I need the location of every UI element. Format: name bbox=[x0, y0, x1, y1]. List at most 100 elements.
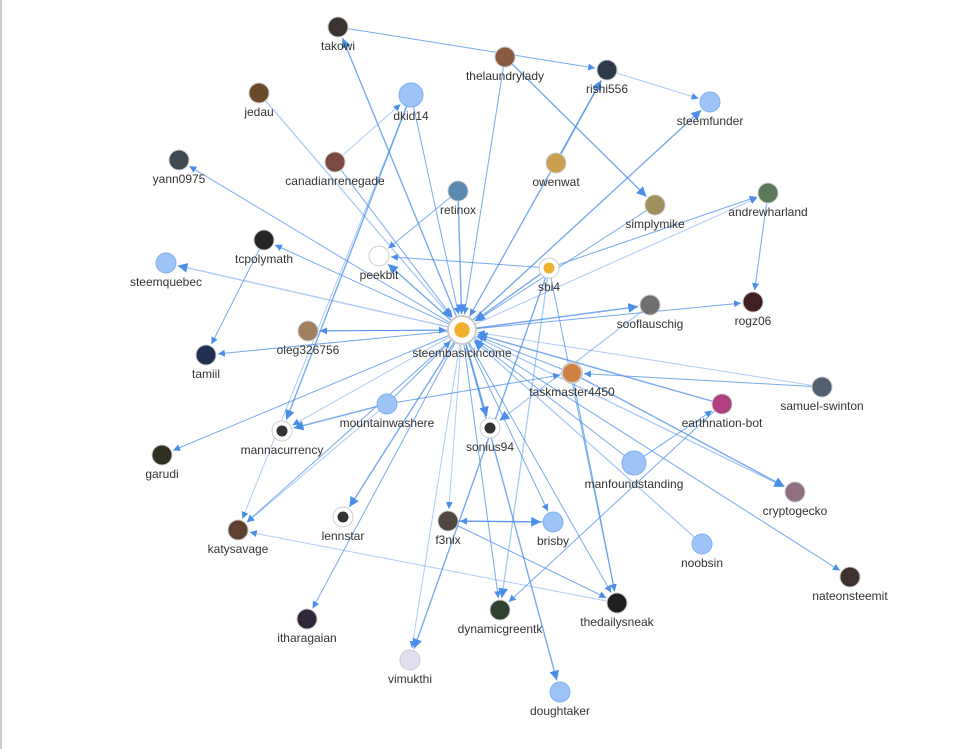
placeholder-avatar-icon[interactable] bbox=[691, 533, 713, 555]
node-rishi556[interactable]: rishi556 bbox=[586, 59, 628, 96]
avatar-icon[interactable] bbox=[368, 245, 390, 267]
node-dkid14[interactable]: dkid14 bbox=[393, 82, 429, 123]
node-cryptogecko[interactable]: cryptogecko bbox=[763, 481, 828, 518]
avatar-icon[interactable] bbox=[296, 608, 318, 630]
avatar-icon[interactable] bbox=[711, 393, 733, 415]
avatar-icon[interactable] bbox=[324, 151, 346, 173]
node-retinox[interactable]: retinox bbox=[440, 180, 476, 217]
avatar-icon[interactable] bbox=[811, 376, 833, 398]
edge-steembasicincome-to-yann0975 bbox=[189, 165, 451, 324]
avatar-icon[interactable] bbox=[168, 149, 190, 171]
node-nateonsteemit[interactable]: nateonsteemit bbox=[812, 566, 888, 603]
node-thelaundrylady[interactable]: thelaundrylady bbox=[466, 46, 544, 83]
avatar-icon[interactable] bbox=[757, 182, 779, 204]
avatar-icon[interactable] bbox=[644, 194, 666, 216]
logo-icon bbox=[484, 422, 496, 434]
node-label: retinox bbox=[440, 203, 476, 217]
node-label: dynamicgreentk bbox=[458, 622, 544, 636]
node-label: noobsin bbox=[681, 556, 723, 570]
node-steembasicincome[interactable]: steembasicincome bbox=[412, 315, 512, 360]
edge-noobsin-to-steembasicincome bbox=[473, 340, 696, 538]
node-katysavage[interactable]: katysavage bbox=[208, 519, 269, 556]
node-rogz06[interactable]: rogz06 bbox=[735, 291, 772, 328]
node-canadianrenegade[interactable]: canadianrenegade bbox=[285, 151, 385, 188]
node-brisby[interactable]: brisby bbox=[537, 511, 569, 548]
edge-steembasicincome-to-sooflauschig bbox=[475, 303, 639, 329]
edge-sbi4-to-dynamicgreentk bbox=[498, 277, 549, 599]
avatar-icon[interactable] bbox=[248, 82, 270, 104]
placeholder-avatar-icon[interactable] bbox=[376, 393, 398, 415]
placeholder-avatar-icon[interactable] bbox=[549, 681, 571, 703]
avatar-icon[interactable] bbox=[839, 566, 861, 588]
node-andrewharland[interactable]: andrewharland bbox=[728, 182, 808, 219]
node-doughtaker[interactable]: doughtaker bbox=[530, 681, 590, 718]
edge-steembasicincome-to-rogz06 bbox=[475, 300, 742, 330]
node-manfoundstanding[interactable]: manfoundstanding bbox=[585, 450, 684, 491]
avatar-icon[interactable] bbox=[742, 291, 764, 313]
node-thedailysneak[interactable]: thedailysneak bbox=[580, 592, 655, 629]
avatar-icon[interactable] bbox=[195, 344, 217, 366]
avatar-icon[interactable] bbox=[545, 152, 567, 174]
node-simplymike[interactable]: simplymike bbox=[625, 194, 685, 231]
node-label: oleg326756 bbox=[277, 343, 340, 357]
edge-taskmaster4450-to-steembasicincome bbox=[476, 335, 563, 370]
avatar-icon[interactable] bbox=[399, 649, 421, 671]
placeholder-avatar-icon[interactable] bbox=[542, 511, 564, 533]
avatar-icon[interactable] bbox=[494, 46, 516, 68]
node-sooflauschig[interactable]: sooflauschig bbox=[617, 294, 684, 331]
avatar-icon[interactable] bbox=[327, 16, 349, 38]
avatar-icon[interactable] bbox=[437, 510, 459, 532]
node-steemquebec[interactable]: steemquebec bbox=[130, 252, 202, 289]
avatar-icon[interactable] bbox=[151, 444, 173, 466]
avatar-icon[interactable] bbox=[561, 362, 583, 384]
avatar-icon[interactable] bbox=[297, 320, 319, 342]
avatar-icon[interactable] bbox=[784, 481, 806, 503]
node-noobsin[interactable]: noobsin bbox=[681, 533, 723, 570]
node-label: garudi bbox=[145, 467, 178, 481]
node-vimukthi[interactable]: vimukthi bbox=[388, 649, 432, 686]
edge-steembasicincome-to-steemfunder bbox=[471, 109, 702, 322]
avatar-icon[interactable] bbox=[227, 519, 249, 541]
node-tcpolymath[interactable]: tcpolymath bbox=[235, 229, 293, 266]
node-sbi4[interactable]: sbi4 bbox=[538, 257, 560, 294]
placeholder-avatar-icon[interactable] bbox=[699, 91, 721, 113]
node-mannacurrency[interactable]: mannacurrency bbox=[241, 420, 324, 457]
node-garudi[interactable]: garudi bbox=[145, 444, 179, 481]
edge-earthnation-bot-to-steembasicincome bbox=[477, 332, 713, 402]
avatar-icon[interactable] bbox=[253, 229, 275, 251]
node-label: vimukthi bbox=[388, 672, 432, 686]
placeholder-avatar-icon[interactable] bbox=[621, 450, 647, 476]
avatar-icon[interactable] bbox=[606, 592, 628, 614]
node-owenwat[interactable]: owenwat bbox=[532, 152, 580, 189]
avatar-icon[interactable] bbox=[639, 294, 661, 316]
node-tamiil[interactable]: tamiil bbox=[192, 344, 220, 381]
edge-manfoundstanding-to-steembasicincome bbox=[474, 339, 625, 457]
edge-mountainwashere-to-katysavage bbox=[246, 410, 380, 523]
avatar-icon[interactable] bbox=[596, 59, 618, 81]
node-dynamicgreentk[interactable]: dynamicgreentk bbox=[458, 599, 544, 636]
node-samuel-swinton[interactable]: samuel-swinton bbox=[780, 376, 864, 413]
node-label: owenwat bbox=[532, 175, 580, 189]
avatar-icon[interactable] bbox=[489, 599, 511, 621]
node-mountainwashere[interactable]: mountainwashere bbox=[340, 393, 435, 430]
node-taskmaster4450[interactable]: taskmaster4450 bbox=[529, 362, 615, 399]
node-label: rishi556 bbox=[586, 82, 628, 96]
node-earthnation-bot[interactable]: earthnation-bot bbox=[682, 393, 763, 430]
node-f3nix[interactable]: f3nix bbox=[435, 510, 461, 547]
avatar-icon[interactable] bbox=[447, 180, 469, 202]
node-lennstar[interactable]: lennstar bbox=[322, 506, 365, 543]
node-label: itharagaian bbox=[277, 631, 336, 645]
node-peekbit[interactable]: peekbit bbox=[360, 245, 399, 282]
edge-steembasicincome-to-tamiil bbox=[217, 330, 449, 357]
node-takowi[interactable]: takowi bbox=[321, 16, 355, 53]
node-steemfunder[interactable]: steemfunder bbox=[677, 91, 744, 128]
placeholder-avatar-icon[interactable] bbox=[398, 82, 424, 108]
edge-steembasicincome-to-andrewharland bbox=[474, 197, 758, 325]
node-yann0975[interactable]: yann0975 bbox=[153, 149, 206, 186]
placeholder-avatar-icon[interactable] bbox=[155, 252, 177, 274]
node-sonius94[interactable]: sonius94 bbox=[466, 417, 514, 454]
node-jedau[interactable]: jedau bbox=[243, 82, 274, 119]
node-oleg326756[interactable]: oleg326756 bbox=[277, 320, 340, 357]
node-itharagaian[interactable]: itharagaian bbox=[277, 608, 337, 645]
